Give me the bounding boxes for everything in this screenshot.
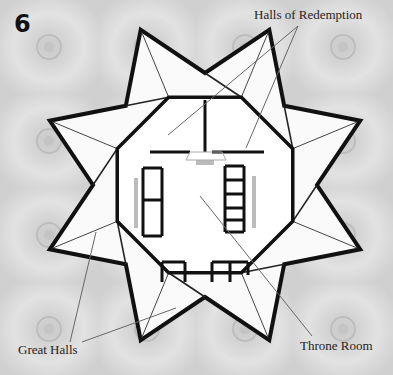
throne-room-wall [117, 97, 293, 273]
hall-wall [142, 273, 169, 338]
hall-wall [53, 221, 118, 248]
outer-wall [50, 30, 360, 340]
inner-wall [150, 151, 190, 154]
hall-wall [93, 149, 117, 185]
bench [196, 160, 214, 165]
inner-wall [143, 235, 162, 238]
hall-wall [293, 122, 358, 149]
inner-wall [225, 193, 244, 196]
inner-wall [225, 179, 244, 182]
inner-wall [161, 262, 164, 282]
hall-wall [241, 33, 268, 98]
area-label: Halls of Redemption [254, 7, 362, 23]
leader-line [246, 26, 298, 148]
bench [134, 178, 138, 228]
dais [186, 152, 226, 160]
area-label: Great Halls [18, 342, 78, 358]
leader-line [200, 196, 312, 336]
hall-wall [169, 273, 205, 297]
inner-wall [143, 199, 162, 202]
hall-wall [293, 221, 358, 248]
area-label: Throne Room [300, 338, 373, 354]
inner-wall [225, 219, 244, 222]
inner-wall [184, 262, 187, 282]
bench [252, 176, 256, 228]
inner-wall [225, 207, 244, 210]
inner-wall [161, 168, 164, 236]
hall-wall [142, 33, 169, 98]
hall-wall [205, 73, 241, 97]
inner-wall [229, 262, 232, 282]
leader-line [70, 232, 96, 342]
inner-wall [143, 167, 162, 170]
inner-wall [225, 165, 244, 168]
inner-wall [142, 168, 145, 236]
inner-wall [247, 262, 250, 275]
inner-wall [224, 166, 227, 232]
inner-wall [211, 262, 214, 282]
hall-wall [53, 122, 118, 149]
inner-wall [204, 100, 207, 152]
inner-wall [162, 261, 185, 264]
leader-line [82, 308, 176, 342]
callout-number: 6 [14, 10, 31, 38]
leader-line [168, 26, 298, 135]
inner-wall [243, 166, 246, 232]
hall-wall [241, 273, 268, 338]
hall-wall [293, 185, 317, 221]
